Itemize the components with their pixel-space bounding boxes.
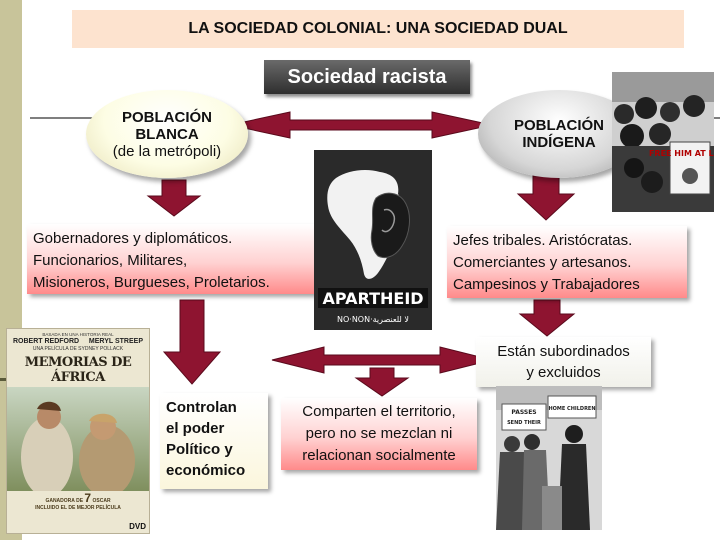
dvd-award-line1: GANADORA DE bbox=[45, 498, 84, 504]
poblacion-blanca-node: POBLACIÓN BLANCA (de la metrópoli) bbox=[86, 90, 248, 178]
poblacion-indigena-line2: INDÍGENA bbox=[522, 134, 596, 151]
blanca-roles-box: Gobernadores y diplomáticos. Funcionario… bbox=[27, 224, 315, 294]
arrow-down-controlan bbox=[162, 299, 222, 385]
protest-sign2: SEND THEIR bbox=[507, 420, 541, 426]
controlan-box: Controlan el poder Político y económico bbox=[160, 393, 268, 489]
protest-sign3: HOME CHILDREN bbox=[548, 406, 595, 412]
controlan-line: económico bbox=[166, 462, 246, 479]
dvd-format-logo: DVD bbox=[129, 522, 146, 531]
arrow-down-comparten bbox=[354, 367, 410, 397]
crowd-protest-photo: FREE HIM AT LAST bbox=[612, 72, 714, 212]
subordinados-line: Están subordinados bbox=[497, 343, 630, 360]
dvd-actor1: ROBERT REDFORD bbox=[13, 338, 80, 345]
arrow-down-subordinados bbox=[518, 299, 576, 337]
crowd-sign-text: FREE HIM AT LAST bbox=[649, 149, 714, 158]
memorias-de-africa-dvd-cover: BASADA EN UNA HISTORIA REAL ROBERT REDFO… bbox=[6, 328, 150, 534]
comparten-line: pero no se mezclan ni bbox=[305, 425, 453, 442]
dvd-award-line2: INCLUIDO EL DE MEJOR PELÍCULA bbox=[35, 505, 121, 511]
page-title: LA SOCIEDAD COLONIAL: UNA SOCIEDAD DUAL bbox=[72, 10, 684, 48]
subordinados-line: y excluidos bbox=[526, 364, 601, 381]
controlan-line: el poder bbox=[166, 420, 225, 437]
dvd-award-word: OSCAR bbox=[92, 498, 111, 504]
comparten-line: relacionan socialmente bbox=[302, 447, 456, 464]
subordinados-box: Están subordinados y excluidos bbox=[476, 337, 651, 387]
apartheid-text: APARTHEID bbox=[322, 289, 423, 308]
indigena-role-line: Comerciantes y artesanos. bbox=[453, 254, 632, 271]
double-arrow-populations bbox=[229, 111, 493, 139]
dvd-director: UNA PELÍCULA DE SYDNEY POLLACK bbox=[32, 346, 124, 352]
blanca-role-line: Funcionarios, Militares, bbox=[33, 252, 188, 269]
indigena-role-line: Jefes tribales. Aristócratas. bbox=[453, 232, 633, 249]
dvd-actor2: MERYL STREEP bbox=[88, 338, 143, 345]
comparten-box: Comparten el territorio, pero no se mezc… bbox=[281, 398, 477, 470]
protest-sign1: PASSES bbox=[511, 409, 536, 416]
dvd-film-title: MEMORIAS DE ÁFRICA bbox=[24, 355, 132, 385]
arrow-down-blanca bbox=[146, 179, 202, 217]
indigena-roles-box: Jefes tribales. Aristócratas. Comerciant… bbox=[447, 226, 687, 298]
apartheid-poster-image: APARTHEID NO·NON·لا للعنصرية bbox=[314, 150, 432, 330]
indigena-role-line: Campesinos y Trabajadores bbox=[453, 276, 640, 293]
poblacion-blanca-line3: (de la metrópoli) bbox=[112, 142, 222, 160]
apartheid-footer: NO·NON·لا للعنصرية bbox=[337, 315, 409, 324]
poblacion-blanca-line1: POBLACIÓN bbox=[122, 108, 212, 126]
dvd-top-note: BASADA EN UNA HISTORIA REAL bbox=[42, 332, 114, 337]
passes-protest-photo: PASSES SEND THEIR HOME CHILDREN bbox=[496, 386, 602, 530]
sociedad-racista-label: Sociedad racista bbox=[264, 60, 470, 94]
blanca-role-line: Gobernadores y diplomáticos. bbox=[33, 230, 233, 247]
dvd-oscar-count: 7 bbox=[84, 491, 92, 505]
controlan-line: Político y bbox=[166, 441, 233, 458]
poblacion-indigena-line1: POBLACIÓN bbox=[514, 117, 604, 134]
comparten-line: Comparten el territorio, bbox=[302, 403, 456, 420]
controlan-line: Controlan bbox=[166, 399, 237, 416]
dvd-photo-scene bbox=[7, 387, 149, 491]
blanca-role-line: Misioneros, Burgueses, Proletarios. bbox=[33, 274, 270, 291]
poblacion-blanca-line2: BLANCA bbox=[135, 125, 199, 143]
arrow-down-indigena bbox=[516, 175, 576, 221]
